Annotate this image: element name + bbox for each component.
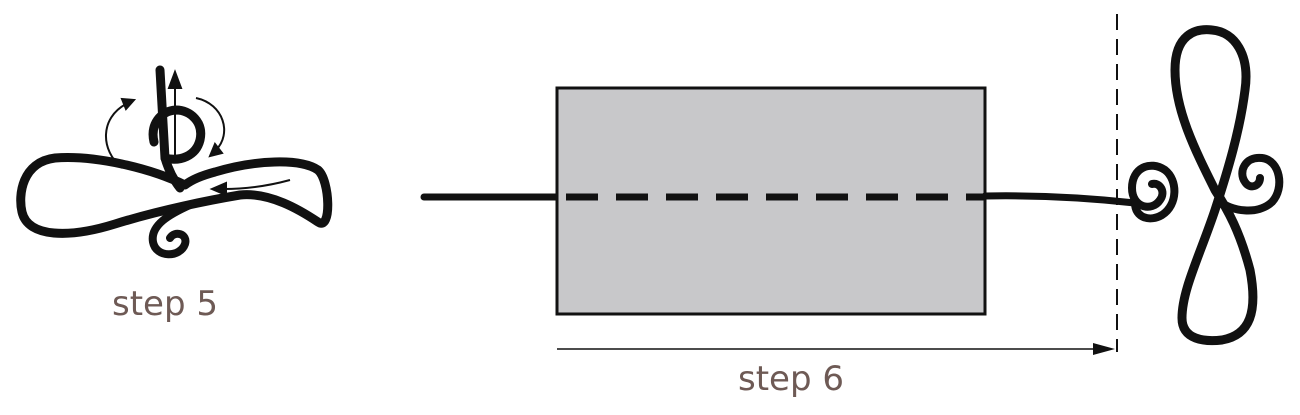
step6-left-spiral: [1128, 161, 1179, 223]
step5-upper-loop: [148, 65, 206, 164]
rotate-arrows-icon: [105, 69, 291, 197]
rotate-arrow-left: [105, 103, 127, 169]
bead-rectangle: [555, 86, 987, 316]
step5-lower-spiral: [148, 201, 194, 259]
step6-right-spiral: [1214, 153, 1284, 215]
step6-figure-eight-loops: [1170, 25, 1258, 346]
wire-right-segment: [981, 192, 1139, 207]
rotate-arrow-left-head: [120, 97, 137, 111]
rotate-arrow-right: [195, 97, 226, 151]
pull-arrow-head: [209, 181, 227, 197]
rotate-arrow-right-head: [208, 142, 224, 158]
step5-wire-figure-icon: [16, 65, 333, 259]
step5-figure-eight-loops: [16, 153, 333, 238]
up-arrow-head: [167, 69, 183, 89]
step5-stem: [160, 153, 185, 193]
step-6-label: step 6: [738, 359, 844, 399]
pull-arrow-shaft: [223, 179, 291, 190]
step-5-label: step 5: [112, 284, 218, 324]
step6-wire-figure-icon: [1128, 25, 1284, 346]
measure-arrow-head: [1093, 343, 1115, 355]
